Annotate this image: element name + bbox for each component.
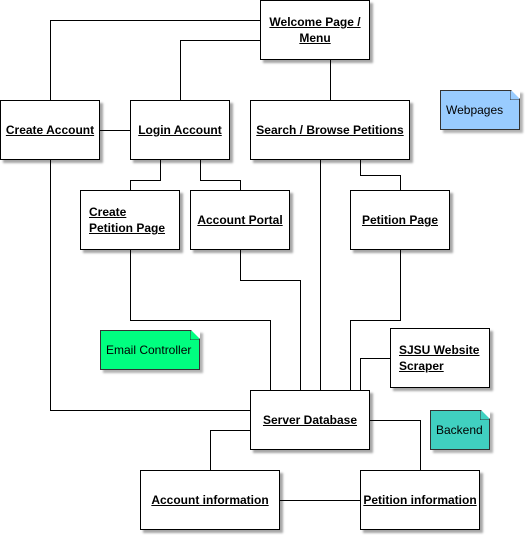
node-account-portal: Account Portal bbox=[190, 190, 290, 250]
edge-welcome-create-account bbox=[50, 20, 261, 100]
edge-search-petition-page bbox=[360, 160, 401, 190]
node-account-information: Account information bbox=[140, 470, 280, 530]
node-sjsu-scraper-label: SJSU Website Scraper bbox=[399, 343, 480, 373]
edge-account-portal-db bbox=[240, 250, 301, 390]
note-fold-icon bbox=[191, 330, 200, 339]
node-server-database: Server Database bbox=[250, 390, 370, 450]
note-fold-line-icon bbox=[480, 411, 489, 420]
note-backend: Backend bbox=[430, 410, 490, 450]
node-petition-page-label: Petition Page bbox=[361, 213, 438, 227]
node-welcome-page-label: Welcome Page / Menu bbox=[269, 15, 361, 45]
node-account-portal-label: Account Portal bbox=[197, 213, 283, 227]
note-fold-line-icon bbox=[510, 91, 519, 100]
note-fold-line-icon bbox=[190, 331, 199, 340]
node-create-account: Create Account bbox=[0, 100, 100, 160]
edge-welcome-login bbox=[180, 40, 261, 100]
edge-petition-page-db bbox=[350, 250, 401, 390]
note-backend-label: Backend bbox=[436, 423, 483, 437]
node-search-browse-label: Search / Browse Petitions bbox=[256, 123, 404, 137]
note-fold-icon bbox=[481, 410, 490, 419]
note-webpages: Webpages bbox=[440, 90, 520, 130]
note-fold-icon bbox=[511, 90, 520, 99]
node-server-database-label: Server Database bbox=[262, 413, 358, 427]
node-petition-information-label: Petition information bbox=[363, 493, 477, 507]
node-login-account: Login Account bbox=[130, 100, 230, 160]
note-email-controller-label: Email Controller bbox=[106, 343, 192, 357]
edge-db-account-info bbox=[210, 430, 250, 470]
edge-create-petition-db bbox=[130, 250, 271, 390]
node-create-petition-label: Create Petition Page bbox=[89, 205, 166, 235]
note-webpages-label: Webpages bbox=[446, 103, 504, 117]
edge-login-create-petition bbox=[130, 160, 161, 190]
edge-scraper-db bbox=[360, 358, 390, 390]
node-petition-page: Petition Page bbox=[350, 190, 450, 250]
node-create-petition: Create Petition Page bbox=[80, 190, 180, 250]
node-welcome-page: Welcome Page / Menu bbox=[260, 0, 370, 60]
edge-login-account-portal bbox=[200, 160, 241, 190]
node-sjsu-scraper: SJSU Website Scraper bbox=[390, 328, 490, 388]
node-search-browse: Search / Browse Petitions bbox=[250, 100, 410, 160]
edge-create-account-db bbox=[50, 160, 250, 411]
node-login-account-label: Login Account bbox=[138, 123, 222, 137]
note-email-controller: Email Controller bbox=[100, 330, 200, 370]
node-account-information-label: Account information bbox=[151, 493, 269, 507]
edge-db-petition-info bbox=[370, 420, 421, 470]
node-create-account-label: Create Account bbox=[5, 123, 95, 137]
node-petition-information: Petition information bbox=[360, 470, 480, 530]
